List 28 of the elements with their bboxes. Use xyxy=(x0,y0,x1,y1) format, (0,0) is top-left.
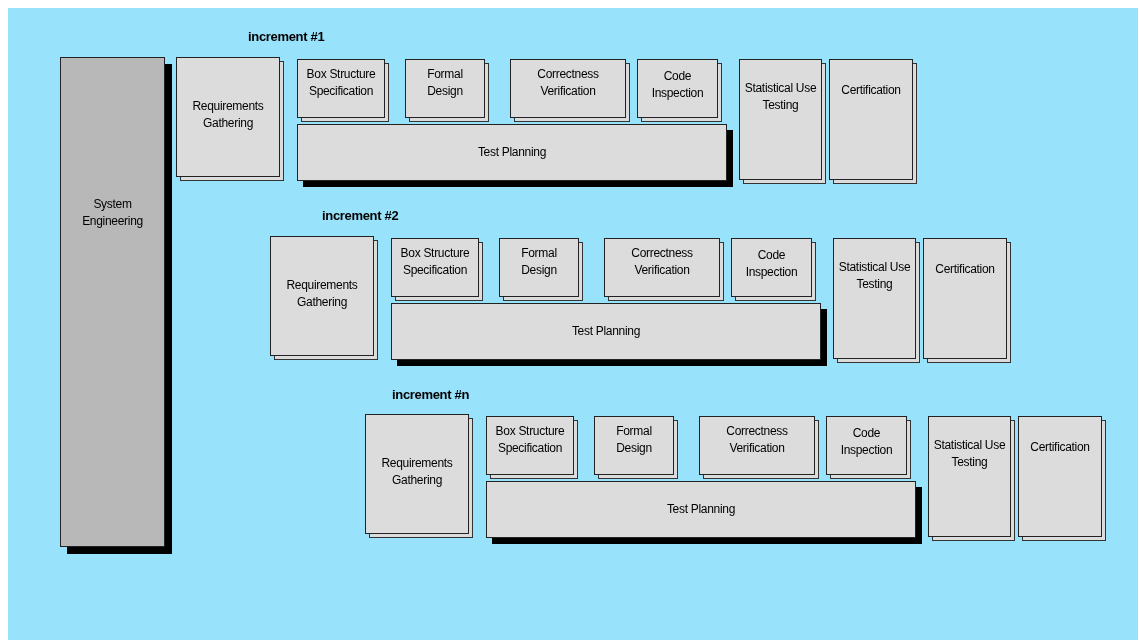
box-label: Test Planning xyxy=(665,501,737,518)
box-label: Requirements Gathering xyxy=(191,98,265,132)
box-label: Box Structure Specification xyxy=(494,423,566,457)
box-label: Certification xyxy=(840,82,902,99)
box-label: Box Structure Specification xyxy=(305,66,377,100)
box-label: Certification xyxy=(1029,439,1091,456)
box-label: Statistical Use Testing xyxy=(837,259,912,293)
box-label: Correctness Verification xyxy=(630,245,694,279)
box-label: Certification xyxy=(934,261,996,278)
box-label: Code Inspection xyxy=(650,68,705,102)
box-label: System Engineering xyxy=(81,196,144,230)
box-label: Correctness Verification xyxy=(536,66,600,100)
increment-heading: increment #2 xyxy=(322,207,399,225)
box-label: Formal Design xyxy=(426,66,464,100)
increment-heading: increment #n xyxy=(392,386,469,404)
box-label: Statistical Use Testing xyxy=(932,437,1007,471)
box-label: Requirements Gathering xyxy=(380,455,454,489)
box-label: Formal Design xyxy=(615,423,653,457)
increment-heading: increment #1 xyxy=(248,28,325,46)
box-label: Correctness Verification xyxy=(725,423,789,457)
box-label: Box Structure Specification xyxy=(399,245,471,279)
box-label: Test Planning xyxy=(570,323,642,340)
box-label: Requirements Gathering xyxy=(285,277,359,311)
box-label: Formal Design xyxy=(520,245,558,279)
box-label: Statistical Use Testing xyxy=(743,80,818,114)
box-label: Code Inspection xyxy=(744,247,799,281)
box-label: Test Planning xyxy=(476,144,548,161)
box-label: Code Inspection xyxy=(839,425,894,459)
